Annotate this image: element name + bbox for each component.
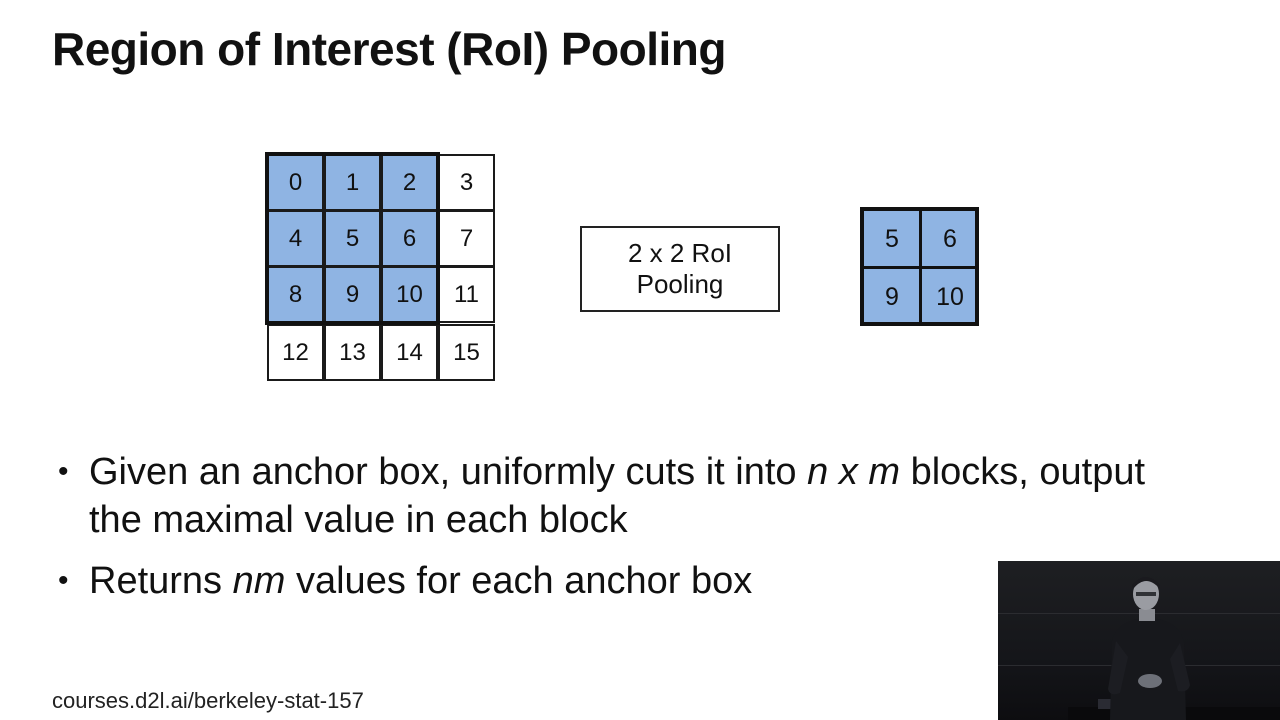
bullet-list: • Given an anchor box, uniformly cuts it… <box>58 448 1178 618</box>
output-cell: 9 <box>885 282 899 311</box>
roi-pooling-label-line2: Pooling <box>636 269 724 299</box>
bullet-text: Returns <box>89 560 233 602</box>
slide-title: Region of Interest (RoI) Pooling <box>52 23 726 75</box>
bullet-icon: • <box>58 564 69 597</box>
lecturer-silhouette-icon <box>1068 577 1280 720</box>
grid-cell: 5 <box>324 210 381 267</box>
bullet-text: Given an anchor box, uniformly cuts it i… <box>89 451 808 493</box>
roi-pooling-label-line1: 2 x 2 RoI <box>627 238 733 268</box>
output-grid: 5 6 9 10 <box>860 207 979 326</box>
grid-cell: 12 <box>267 324 324 381</box>
grid-cell: 3 <box>438 154 495 211</box>
grid-cell: 8 <box>267 266 324 323</box>
grid-cell: 0 <box>267 154 324 211</box>
course-url[interactable]: courses.d2l.ai/berkeley-stat-157 <box>52 688 364 713</box>
grid-cell: 4 <box>267 210 324 267</box>
grid-cell: 15 <box>438 324 495 381</box>
bullet-text: values for each anchor box <box>285 560 753 602</box>
grid-cell: 9 <box>324 266 381 323</box>
grid-cell: 14 <box>381 324 438 381</box>
bullet-italic: nm <box>232 560 286 602</box>
bullet-italic: n x m <box>807 451 901 493</box>
grid-cell: 6 <box>381 210 438 267</box>
grid-cell: 11 <box>438 266 495 323</box>
output-cell: 6 <box>943 224 957 253</box>
grid-divider <box>864 266 975 269</box>
grid-cell: 10 <box>381 266 438 323</box>
grid-cell: 2 <box>381 154 438 211</box>
bullet-item: • Returns nm values for each anchor box <box>58 557 1178 605</box>
grid-cell: 7 <box>438 210 495 267</box>
lecturer-video-feed <box>998 561 1280 720</box>
grid-cell: 1 <box>324 154 381 211</box>
output-cell: 10 <box>936 282 964 311</box>
bullet-item: • Given an anchor box, uniformly cuts it… <box>58 448 1178 544</box>
grid-cell: 13 <box>324 324 381 381</box>
bullet-text: blocks, output the maximal value in each… <box>89 451 1146 541</box>
output-cell: 5 <box>885 224 899 253</box>
bullet-icon: • <box>58 455 69 488</box>
roi-pooling-box: 2 x 2 RoI Pooling <box>580 226 780 312</box>
